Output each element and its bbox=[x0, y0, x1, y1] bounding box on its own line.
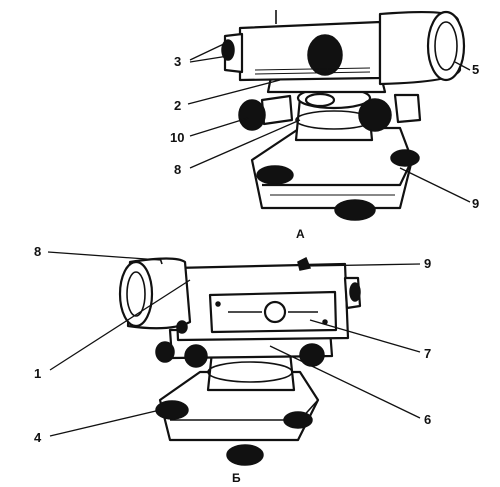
leader-7 bbox=[309, 319, 421, 353]
foot-screw-left-a bbox=[256, 165, 294, 185]
level-window-b bbox=[263, 300, 287, 324]
foot-screw-right-a bbox=[390, 149, 420, 167]
leader-8a bbox=[189, 119, 301, 169]
leaders-b bbox=[47, 251, 421, 437]
leader-4 bbox=[49, 409, 161, 437]
sight-b bbox=[297, 256, 312, 271]
objective-inner-a bbox=[434, 21, 458, 71]
label-9-a: 9 bbox=[472, 196, 479, 211]
label-6: 6 bbox=[424, 412, 431, 427]
label-8-b: 8 bbox=[34, 244, 41, 259]
leader-9b bbox=[307, 263, 421, 267]
label-5: 5 bbox=[472, 62, 479, 77]
label-8-a: 8 bbox=[174, 162, 181, 177]
eyepiece-ring-b bbox=[349, 282, 361, 302]
label-2: 2 bbox=[174, 98, 181, 113]
label-3: 3 bbox=[174, 54, 181, 69]
horizontal-screw-knob-a bbox=[238, 99, 266, 131]
panel-screw-1-b bbox=[215, 301, 221, 307]
leader-8b bbox=[47, 251, 161, 261]
label-9-b: 9 bbox=[424, 256, 431, 271]
objective-inner-b bbox=[126, 271, 146, 317]
leader-3b bbox=[189, 55, 229, 63]
objective-lens-a bbox=[426, 10, 466, 82]
column-ring-b bbox=[207, 361, 293, 383]
foot-screw-right-b bbox=[283, 411, 313, 429]
knob-stem-left-a bbox=[260, 94, 294, 126]
foot-screws-a bbox=[256, 149, 420, 221]
telescope-shading-a bbox=[254, 67, 371, 75]
leader-5 bbox=[454, 61, 471, 71]
leader-6 bbox=[269, 345, 421, 419]
right-knob-a bbox=[358, 98, 392, 132]
foot-screw-front-a bbox=[334, 199, 376, 221]
label-7: 7 bbox=[424, 346, 431, 361]
foot-screws-b bbox=[155, 400, 313, 466]
eyepiece-ring-a bbox=[221, 39, 235, 61]
leader-9a bbox=[399, 167, 471, 203]
front-knob-b bbox=[184, 344, 208, 368]
left-knob-b bbox=[155, 341, 175, 363]
leader-3a bbox=[189, 41, 229, 61]
caption-a: А bbox=[296, 227, 305, 241]
side-screw-b bbox=[176, 320, 188, 334]
leader-2 bbox=[187, 79, 281, 105]
foot-screw-left-b bbox=[155, 400, 189, 420]
label-10: 10 bbox=[170, 130, 184, 145]
label-1: 1 bbox=[34, 366, 41, 381]
caption-b: Б bbox=[232, 471, 241, 485]
instrument-b bbox=[118, 256, 362, 466]
right-bracket-a bbox=[393, 93, 422, 124]
instrument-a bbox=[221, 10, 466, 221]
leader-1 bbox=[49, 279, 191, 371]
foot-screw-front-b bbox=[226, 444, 264, 466]
pin-b bbox=[159, 257, 163, 265]
label-4: 4 bbox=[34, 430, 42, 445]
leader-10 bbox=[189, 117, 249, 137]
leaders-a bbox=[187, 41, 471, 203]
focusing-knob-a bbox=[307, 34, 343, 76]
circular-bubble-a bbox=[304, 92, 336, 108]
base-plate-edge-a bbox=[262, 159, 413, 187]
